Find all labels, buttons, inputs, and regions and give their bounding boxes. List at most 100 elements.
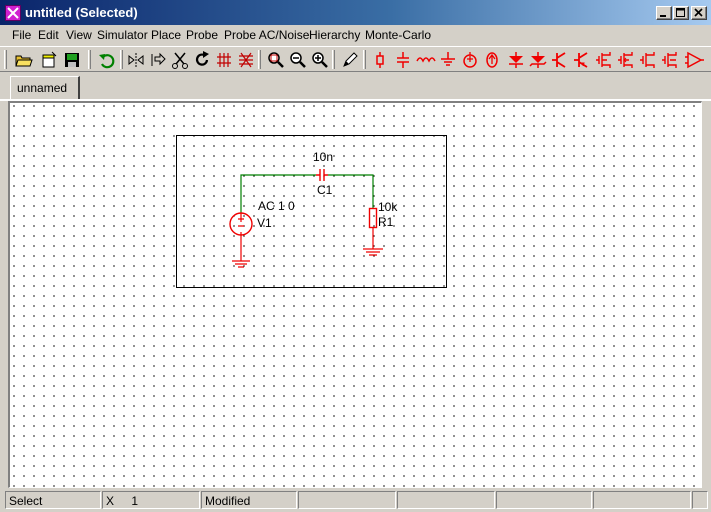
menu-edit[interactable]: Edit: [38, 28, 59, 42]
pnp-icon: [574, 52, 588, 68]
status-pane: [397, 491, 495, 509]
close-button[interactable]: [691, 6, 707, 20]
status-mode: Select: [5, 491, 101, 509]
toolbar-grip[interactable]: [4, 50, 7, 69]
place-pmos-alt-button[interactable]: [638, 50, 658, 70]
voltage-source-v1[interactable]: [229, 212, 253, 268]
draw-wire-button[interactable]: [340, 50, 360, 70]
source-ref-label[interactable]: V1: [257, 216, 272, 230]
place-nmos-alt-button[interactable]: [660, 50, 680, 70]
delete-wire-icon: [239, 52, 253, 68]
resistor-icon: [376, 52, 384, 68]
voltage-source-icon: [463, 52, 477, 68]
toolbar-grip[interactable]: [120, 50, 123, 69]
menu-simulator[interactable]: Simulator: [97, 28, 148, 42]
place-pmos-button[interactable]: [616, 50, 636, 70]
minimize-icon: [660, 15, 666, 17]
capacitor-icon: [397, 52, 409, 68]
flip-icon: [151, 52, 166, 66]
place-inductor-button[interactable]: [416, 50, 436, 70]
zener-diode-icon: [529, 52, 547, 68]
menu-probe[interactable]: Probe: [186, 28, 219, 42]
new-button[interactable]: [39, 50, 59, 70]
current-source-icon: [486, 52, 498, 68]
open-folder-icon: [15, 55, 33, 67]
toolbar: [0, 46, 711, 72]
wire-net[interactable]: [240, 174, 374, 213]
title-bar[interactable]: untitled (Selected): [0, 0, 711, 25]
capacitor-c1[interactable]: [316, 169, 328, 181]
pmos-icon: [640, 52, 655, 68]
place-pnp-button[interactable]: [572, 50, 592, 70]
resistor-ref-label[interactable]: R1: [378, 215, 394, 229]
rotate-icon: [195, 51, 209, 66]
place-ground-button[interactable]: [438, 50, 458, 70]
mirror-button[interactable]: [126, 50, 146, 70]
toolbar-grip[interactable]: [258, 50, 261, 69]
app-icon[interactable]: [5, 5, 21, 21]
nmos-icon: [662, 52, 677, 68]
menu-bar: File Edit View Simulator Place Probe Pro…: [0, 25, 711, 45]
schematic-canvas[interactable]: 10n C1 AC 1 0 V1 10k R1: [8, 101, 702, 488]
schematic-drawing[interactable]: [10, 103, 702, 488]
resistor-r1[interactable]: [363, 207, 383, 256]
mirror-icon: [128, 53, 144, 67]
place-capacitor-button[interactable]: [393, 50, 413, 70]
resistor-value-label[interactable]: 10k: [378, 200, 398, 214]
coord-value: 1: [131, 494, 139, 508]
source-value-label[interactable]: AC 1 0: [258, 199, 295, 213]
capacitor-value-label[interactable]: 10n: [313, 150, 334, 164]
zoom-out-icon: [290, 52, 306, 68]
toolbar-grip[interactable]: [88, 50, 91, 69]
place-diode-button[interactable]: [506, 50, 526, 70]
zoom-in-button[interactable]: [310, 50, 330, 70]
menu-view[interactable]: View: [66, 28, 92, 42]
place-nmos-button[interactable]: [594, 50, 614, 70]
open-button[interactable]: [14, 50, 34, 70]
ground-icon: [441, 52, 455, 66]
cut-button[interactable]: [170, 50, 190, 70]
cut-icon: [172, 52, 188, 69]
duplicate-button[interactable]: [214, 50, 234, 70]
save-button[interactable]: [62, 50, 82, 70]
new-icon: [42, 51, 57, 68]
save-icon: [65, 53, 79, 67]
status-state: Modified: [201, 491, 297, 509]
zoom-fit-icon: [268, 52, 284, 68]
delete-wire-button[interactable]: [236, 50, 256, 70]
opamp-icon: [685, 51, 704, 69]
status-bar: Select X 1 Modified: [0, 490, 711, 512]
diode-icon: [509, 52, 523, 68]
close-icon: [694, 8, 703, 17]
place-current-source-button[interactable]: [482, 50, 502, 70]
minimize-button[interactable]: [656, 6, 672, 20]
place-opamp-button[interactable]: [684, 50, 704, 70]
zoom-fit-button[interactable]: [266, 50, 286, 70]
place-npn-button[interactable]: [550, 50, 570, 70]
status-pane: [298, 491, 396, 509]
inductor-icon: [416, 57, 436, 63]
undo-button[interactable]: [97, 50, 117, 70]
capacitor-ref-label[interactable]: C1: [317, 183, 333, 197]
maximize-button[interactable]: [673, 6, 689, 20]
zoom-in-icon: [312, 52, 328, 68]
flip-button[interactable]: [148, 50, 168, 70]
undo-icon: [99, 54, 115, 69]
menu-probe-ac-noise[interactable]: Probe AC/Noise: [224, 28, 310, 42]
toolbar-grip[interactable]: [332, 50, 335, 69]
toolbar-grip[interactable]: [363, 50, 366, 69]
tab-divider: [0, 99, 711, 101]
coord-label: X: [106, 494, 115, 508]
menu-file[interactable]: File: [12, 28, 32, 42]
rotate-button[interactable]: [192, 50, 212, 70]
menu-monte-carlo[interactable]: Monte-Carlo: [365, 28, 432, 42]
menu-place[interactable]: Place: [151, 28, 182, 42]
menu-hierarchy[interactable]: Hierarchy: [309, 28, 361, 42]
tab-bar: unnamed: [0, 73, 711, 101]
tab-unnamed[interactable]: unnamed: [10, 76, 80, 100]
place-zener-button[interactable]: [528, 50, 548, 70]
zoom-out-button[interactable]: [288, 50, 308, 70]
place-resistor-button[interactable]: [370, 50, 390, 70]
selection-box[interactable]: [176, 135, 447, 288]
place-voltage-source-button[interactable]: [460, 50, 480, 70]
